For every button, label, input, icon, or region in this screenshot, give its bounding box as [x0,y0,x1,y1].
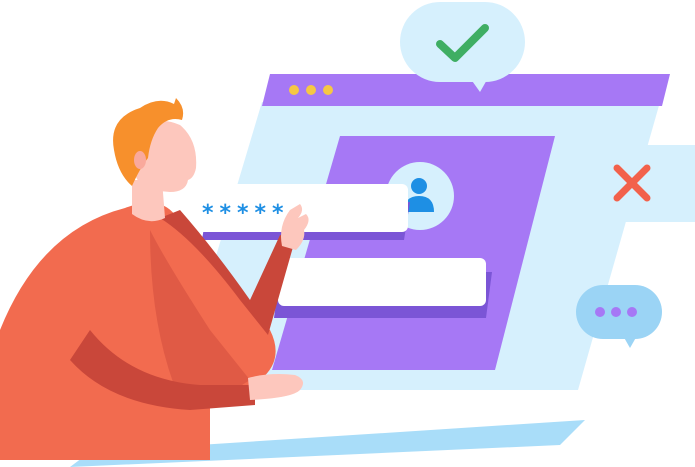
password-masked-value: ***** [202,201,290,226]
typing-bubble [576,285,662,348]
person-hair [113,98,184,186]
browser-window-titlebar [262,74,670,106]
window-dot [323,85,333,95]
username-field[interactable] [274,258,492,318]
cross-icon [613,164,651,202]
error-bubble [569,145,695,222]
person-lower-hand [248,374,304,400]
person-shirt-shadow [150,230,250,405]
person-ear [134,151,146,169]
success-bubble [400,2,525,92]
ellipsis-icon [595,307,637,317]
check-icon [436,24,489,62]
window-dot [289,85,299,95]
person-raised-hand [281,204,309,250]
person-raised-arm [160,210,295,335]
window-dot [306,85,316,95]
person-lower-arm [70,330,255,410]
person [0,98,309,460]
user-icon [404,178,434,212]
